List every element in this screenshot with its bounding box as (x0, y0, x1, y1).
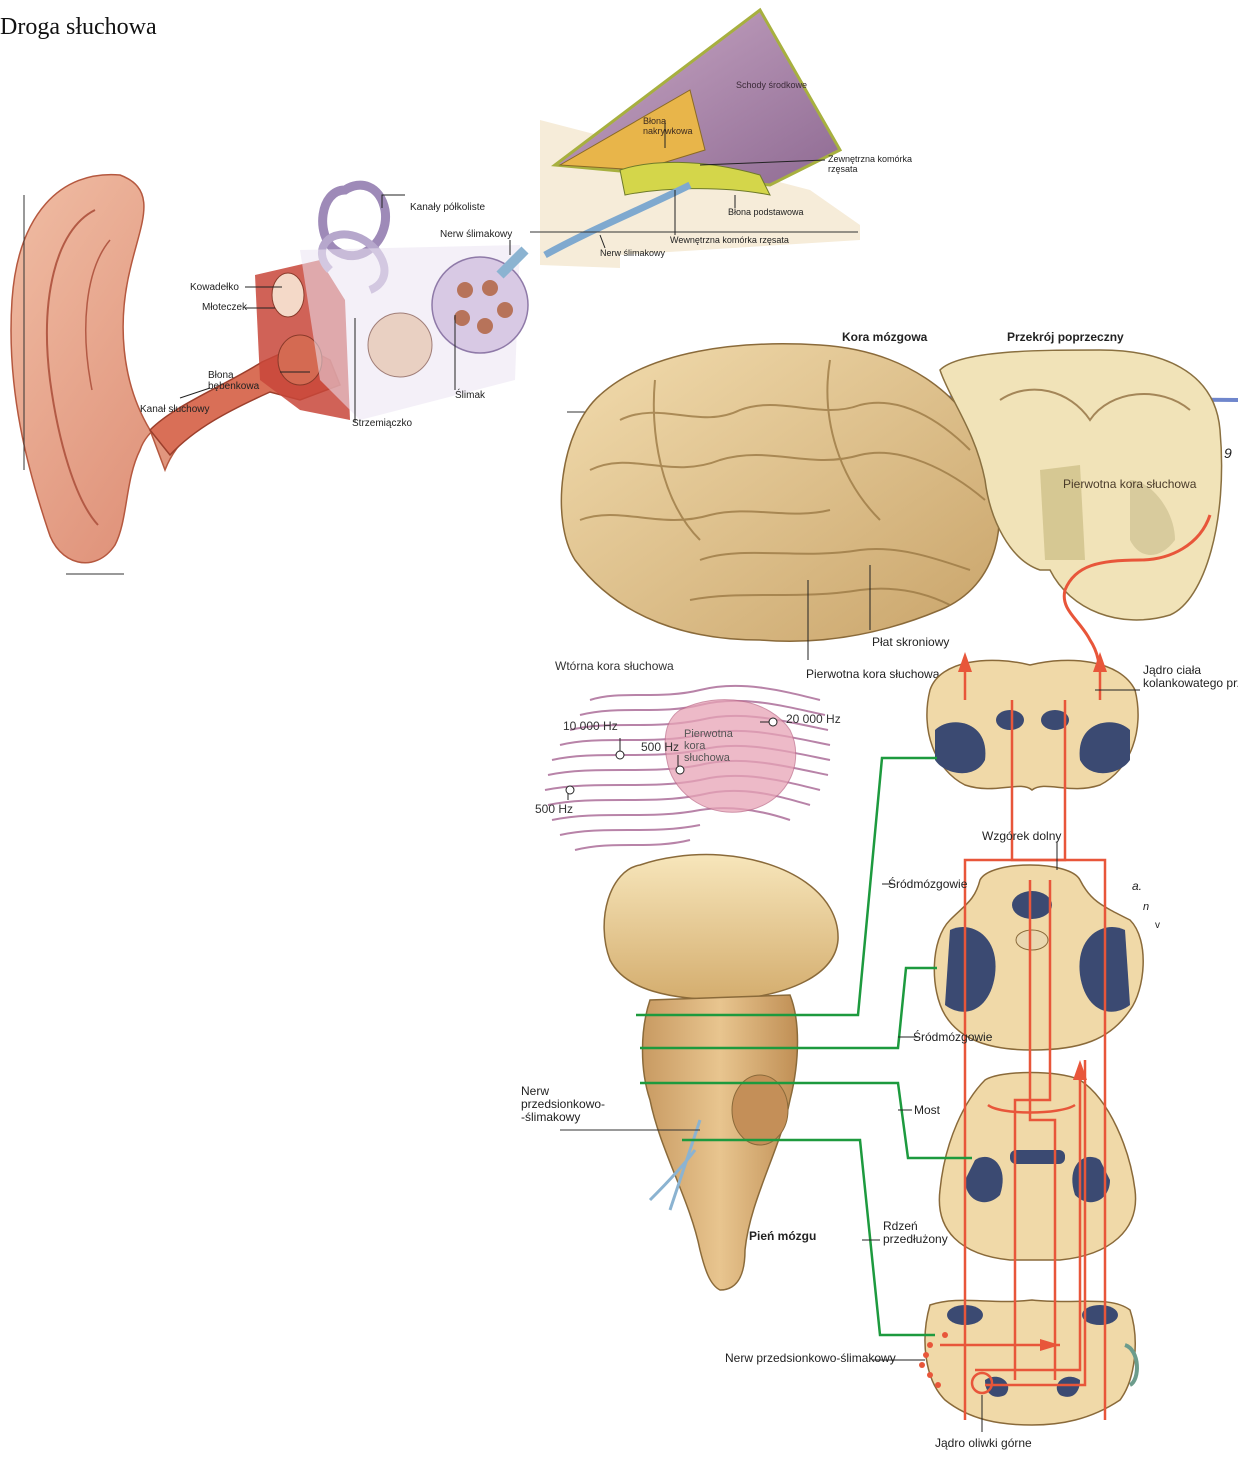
margin-mark-9: 9 (1224, 445, 1232, 461)
brain-lateral-view (561, 344, 999, 641)
label-ear-canal: Kanał słuchowy (140, 404, 209, 415)
label-primary-auditory-cortex: Pierwotna kora słuchowa (806, 667, 940, 681)
label-cross-section: Przekrój poprzeczny (1007, 330, 1124, 344)
brainstem-shape (643, 995, 798, 1290)
label-basilar-membrane: Błona podstawowa (728, 207, 804, 217)
label-primary-auditory-cortex-section: Pierwotna kora słuchowa (1063, 477, 1197, 491)
label-midbrain-1: Śródmózgowie (888, 876, 968, 891)
thalamus-shape (604, 855, 838, 1000)
cerebellar-peduncle (732, 1075, 788, 1145)
brain-illustration: Kora mózgowa Przekrój poprzeczny Pierwot… (561, 330, 1238, 681)
label-freq-20000: 20 000 Hz (786, 712, 841, 726)
label-inner-hair-cell: Wewnętrzna komórka rzęsata (670, 235, 789, 245)
label-cochlear-nerve-section: Nerw ślimakowy (600, 248, 666, 258)
label-midbrain-2: Śródmózgowie (913, 1029, 993, 1044)
label-stapes: Strzemiączko (352, 418, 412, 429)
section-thalamus (927, 660, 1138, 790)
label-inferior-colliculus: Wzgórek dolny (982, 829, 1061, 843)
label-semicircular-canals: Kanały półkoliste (410, 202, 485, 213)
label-freq-500-outer: 500 Hz (535, 802, 573, 816)
tonotopic-map: Wtórna kora słuchowa 10 000 Hz 500 Hz 20… (535, 659, 841, 850)
margin-mark-n: n (1143, 901, 1149, 913)
label-scala-media: Schody środkowe (736, 80, 807, 90)
label-cochlear-nerve: Nerw ślimakowy (440, 229, 512, 240)
label-incus: Kowadełko (190, 282, 239, 293)
margin-mark-v: v (1155, 920, 1160, 931)
label-superior-olive: Jądro oliwki górne (935, 1436, 1032, 1450)
incus-shape (272, 273, 304, 317)
label-malleus: Młoteczek (202, 302, 248, 313)
outer-ear-illustration: Kanały półkoliste Nerw ślimakowy Kowadeł… (11, 175, 528, 574)
vestibule-shape (368, 313, 432, 377)
label-cochlea: Ślimak (455, 388, 486, 401)
label-freq-500-inner: 500 Hz (641, 740, 679, 754)
label-secondary-auditory-cortex: Wtórna kora słuchowa (555, 659, 674, 673)
cochlea-shape (432, 257, 528, 353)
margin-mark-a: a. (1132, 879, 1142, 893)
label-temporal-lobe: Płat skroniowy (872, 635, 949, 649)
label-pons: Most (914, 1103, 941, 1117)
label-vestibulocochlear-nerve-right: Nerw przedsionkowo-ślimakowy (725, 1351, 896, 1365)
label-brainstem: Pień mózgu (749, 1229, 816, 1243)
label-cerebral-cortex: Kora mózgowa (842, 330, 928, 344)
label-freq-10000: 10 000 Hz (563, 719, 618, 733)
